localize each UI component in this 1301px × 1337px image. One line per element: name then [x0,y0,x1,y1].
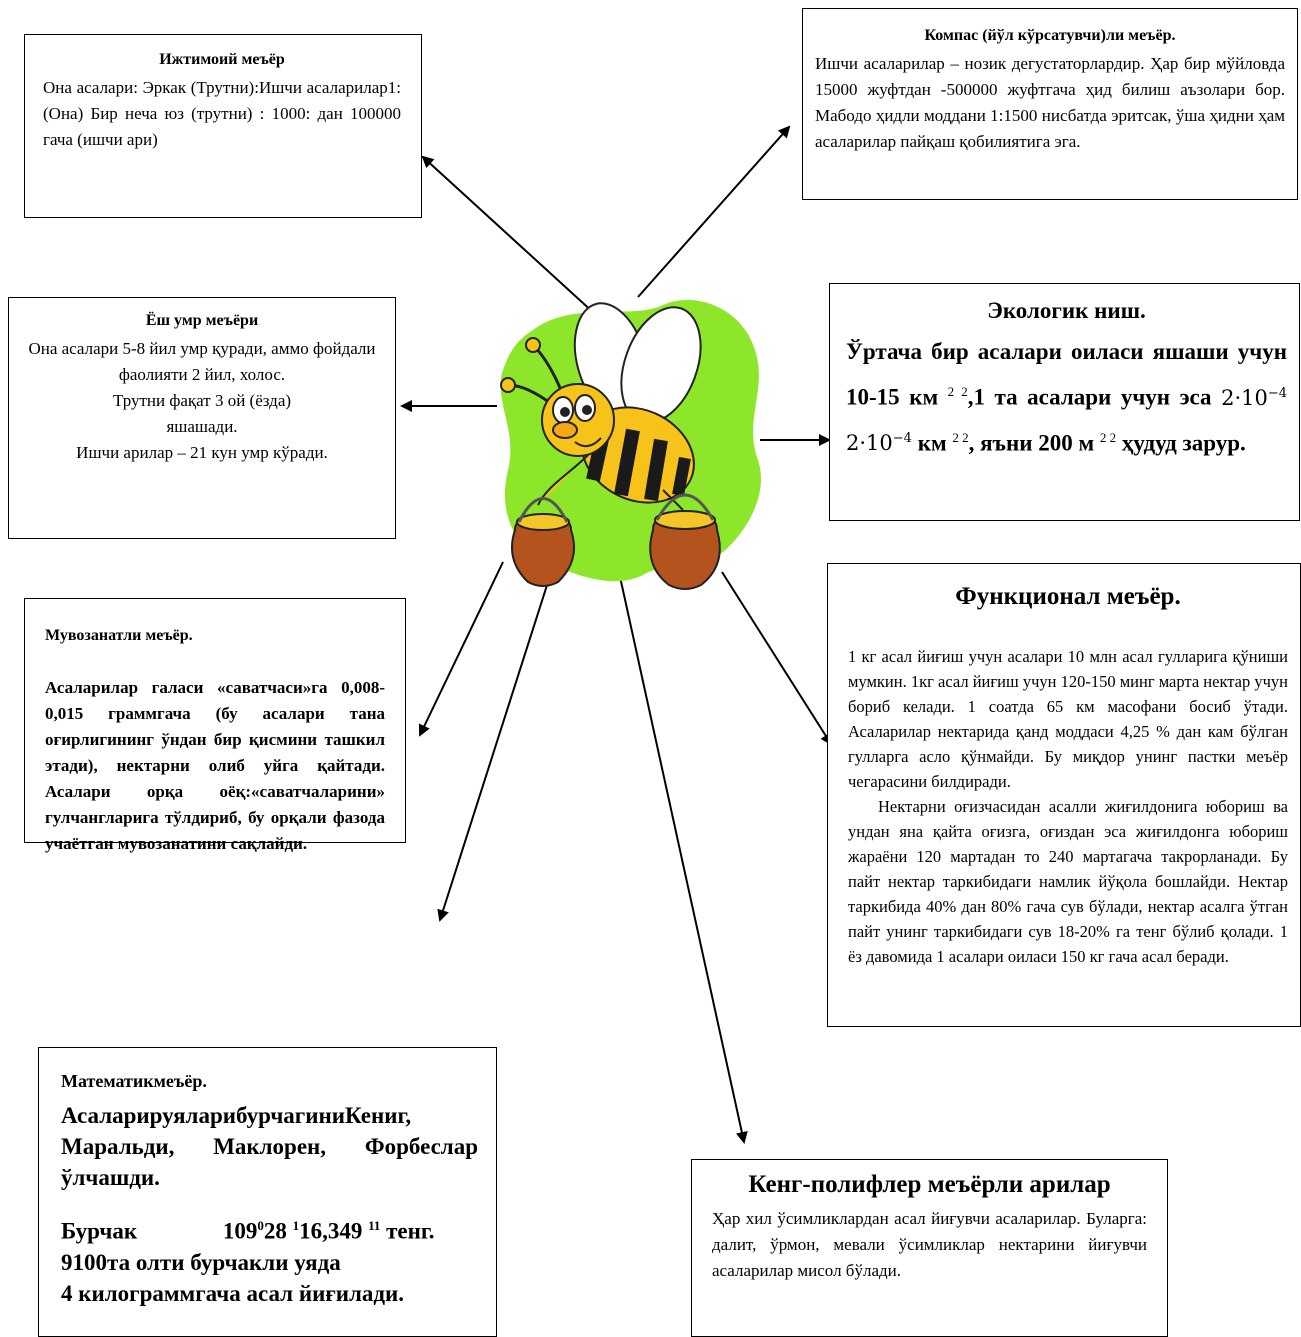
math-min-sup: 1 [292,1218,300,1233]
bee-head [541,383,615,457]
math-angle: Бурчак 109028 116,349 11 тенг. [61,1211,478,1247]
age-norm-line1: Она асалари 5-8 йил умр қуради, аммо фой… [28,339,376,384]
math-min: 28 [263,1218,287,1244]
eco-text-part: км [917,430,947,456]
math-angle-label: Бурчак [61,1218,138,1244]
eco-text: Ўртача бир асалари оиласи яшаши учун 10-… [846,332,1287,463]
math-norm-title: Математикмеъёр. [61,1071,207,1091]
age-norm-line2: Трутни фақат 3 ой (ёзда) яшашади. [112,391,292,436]
eco-sup: 2 2 [1099,429,1117,445]
bee-illustration [500,300,761,590]
balance-norm-title: Мувозанатли меъёр. [45,627,193,644]
compass-norm-title: Компас (йўл кўрсатувчи)ли меъёр. [924,27,1176,44]
polyfloral-norm-title: Кенг-полифлер меъёрли арилар [748,1171,1111,1198]
eco-formula: 2·10−4 2·10−4 [846,385,1288,456]
math-deg: 109 [222,1218,258,1244]
arrow-lower-left [437,581,549,922]
arrow-compass [637,125,791,298]
math-angle-tail: тенг. [386,1218,435,1244]
age-norm-title: Ёш умр меъёри [145,312,259,329]
ecological-niche-box: Экологик ниш. Ўртача бир асалари оиласи … [829,283,1300,521]
eco-text-part: , яъни 200 м [968,430,1095,456]
balance-norm-box: Мувозанатли меъёр. Асаларилар галаси «са… [24,598,406,853]
math-norm-box: Математикмеъёр. АсаларируяларибурчагиниК… [38,1047,497,1337]
age-norm-box: Ёш умр меъёри Она асалари 5-8 йил умр қу… [8,297,396,539]
functional-norm-p2: Нектарни оғизчасидан асалли жиғилдонига … [848,797,1288,966]
arrow-social [421,155,619,336]
arrow-func [721,571,833,746]
functional-norm-p1: 1 кг асал йиғиш учун асалари 10 млн асал… [848,647,1288,791]
math-sec: 16,349 [299,1218,363,1244]
eco-sup: 2 2 [952,429,969,445]
functional-norm-title: Функционал меъёр. [955,583,1181,610]
social-norm-text: Она асалари: Эркак (Трутни):Ишчи асалари… [43,78,401,149]
polyfloral-norm-text: Ҳар хил ўсимликлардан асал йиғувчи асала… [712,1209,1147,1280]
math-line2: 9100та олти бурчакли уяда [61,1249,341,1275]
math-sec-sup: 11 [368,1218,381,1233]
social-norm-title: Ижтимоий меъёр [159,51,285,68]
eco-text-part: Ўртача бир асалари оиласи яшаши учун 10-… [846,339,1287,410]
arrow-poly [616,562,748,1144]
polyfloral-norm-box: Кенг-полифлер меъёрли арилар Ҳар хил ўси… [691,1159,1168,1337]
math-norm-text: АсаларируяларибурчагиниКениг, Маральди, … [61,1103,478,1190]
functional-norm-box: Функционал меъёр. 1 кг асал йиғиш учун а… [827,563,1301,1027]
math-deg-sup: 0 [257,1218,264,1233]
compass-norm-box: Компас (йўл кўрсатувчи)ли меъёр. Ишчи ас… [802,8,1298,200]
age-norm-line3: Ишчи арилар – 21 кун умр кўради. [76,443,328,462]
social-norm-box: Ижтимоий меъёр Она асалари: Эркак (Трутн… [24,34,422,218]
eco-text-part: ҳудуд зарур. [1121,430,1246,456]
compass-norm-text: Ишчи асаларилар – нозик дегустаторлардир… [815,54,1285,151]
eco-title: Экологик ниш. [987,298,1146,323]
eco-sup: 2 2 [947,384,968,399]
math-line3: 4 килограммгача асал йиғилади. [61,1280,405,1306]
eco-text-part: ,1 та асалари учун эса [967,384,1212,410]
balance-norm-text: Асаларилар галаси «саватчаси»га 0,008-0,… [45,678,385,853]
arrow-balance [418,561,504,737]
